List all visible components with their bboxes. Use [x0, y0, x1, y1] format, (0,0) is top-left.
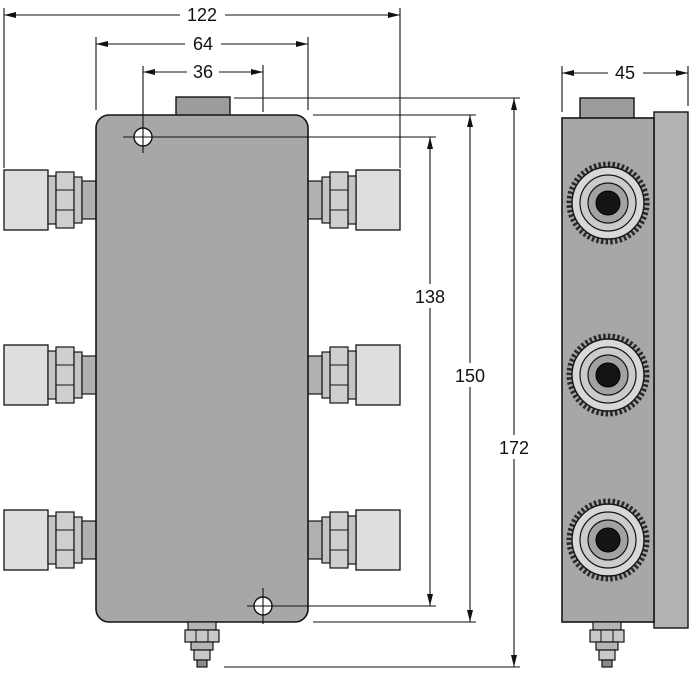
dimension-body-width: 64 [95, 33, 309, 110]
side-view [561, 97, 689, 668]
bottom-stud-side [589, 621, 625, 668]
dim-hole-spacing-y-label: 138 [415, 287, 445, 307]
dim-hole-offset-x-label: 36 [193, 62, 213, 82]
cable-gland-right-1 [306, 169, 401, 231]
dim-body-height-label: 150 [455, 366, 485, 386]
dim-overall-height-label: 172 [499, 438, 529, 458]
bottom-stud-front [184, 621, 220, 668]
cable-gland-right-3 [306, 509, 401, 571]
dimension-body-height: 150 [313, 114, 492, 623]
cable-gland-left-1 [3, 169, 98, 231]
dim-body-width-label: 64 [193, 34, 213, 54]
dim-overall-width-label: 122 [187, 5, 217, 25]
dimension-overall-height: 172 [224, 97, 536, 668]
cable-gland-left-2 [3, 344, 98, 406]
dimension-hole-offset-x: 36 [143, 61, 263, 83]
dimension-depth: 45 [561, 62, 689, 112]
dim-depth-label: 45 [615, 63, 635, 83]
cable-gland-right-2 [306, 344, 401, 406]
front-view [3, 65, 436, 668]
dimension-hole-spacing-y: 138 [408, 137, 452, 606]
cable-gland-left-3 [3, 509, 98, 571]
enclosure-body-front [95, 114, 309, 623]
dimension-overall-width: 122 [3, 4, 401, 168]
back-plate-side [653, 111, 689, 629]
